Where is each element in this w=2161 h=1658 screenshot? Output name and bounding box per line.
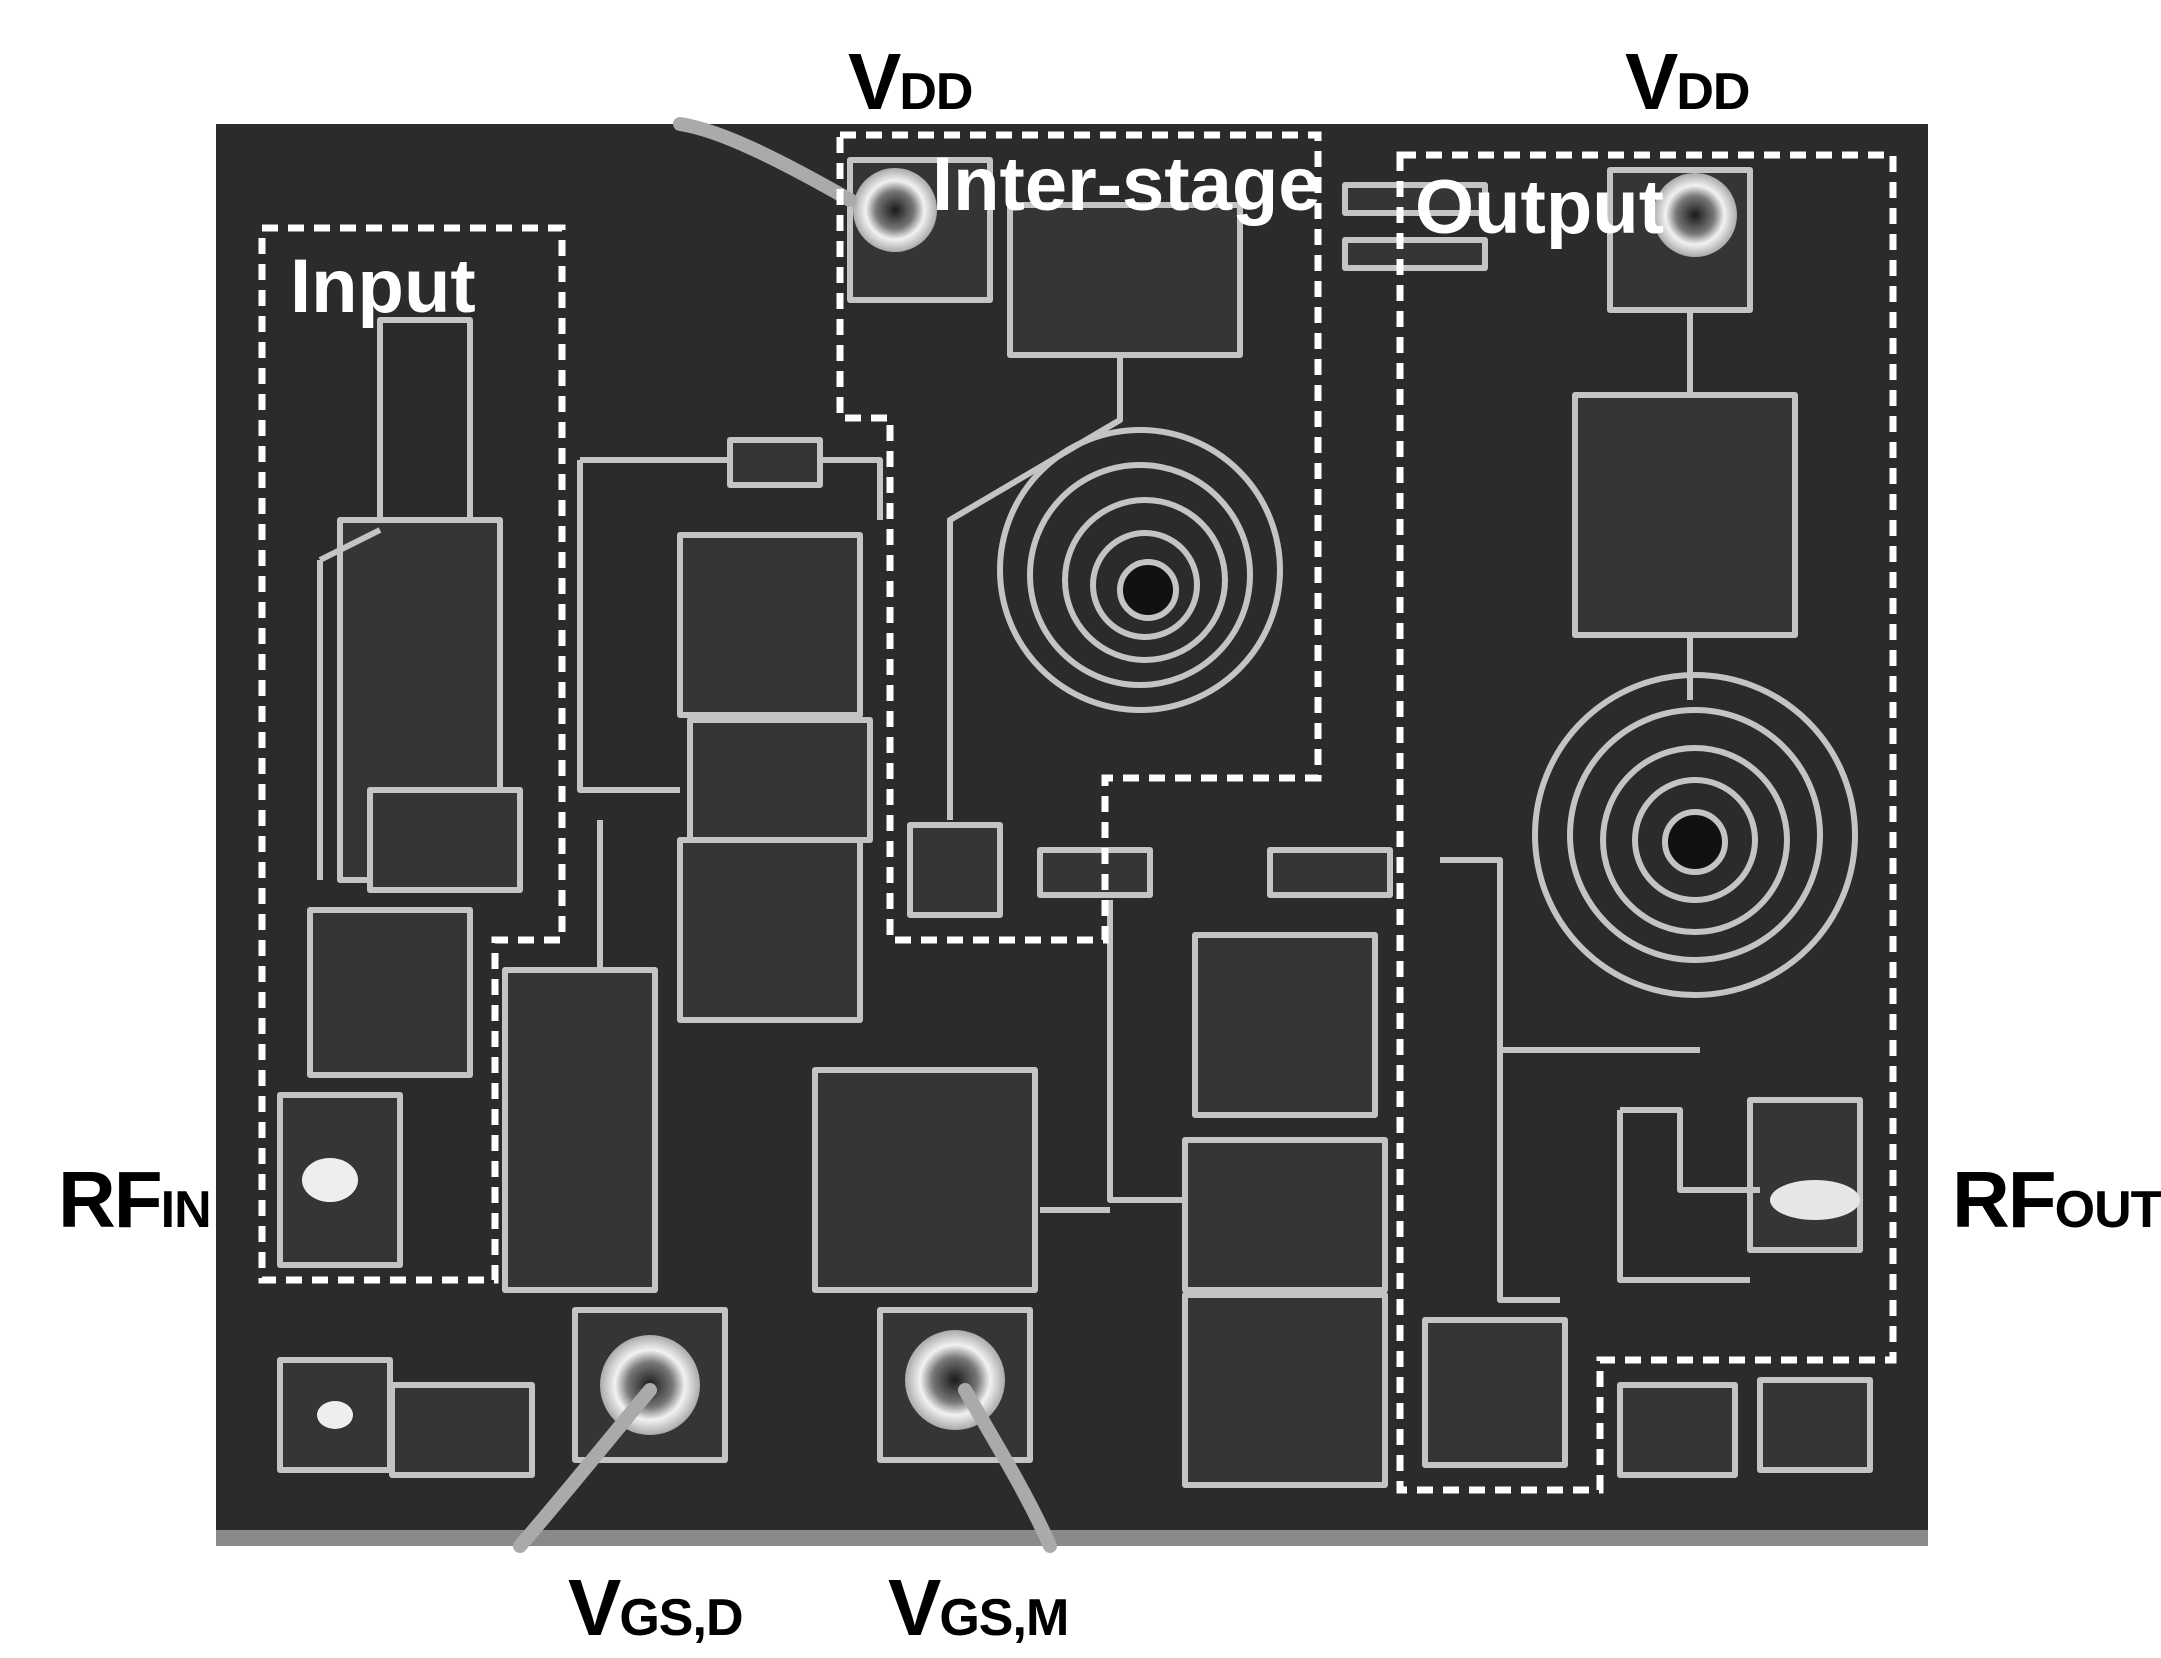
main-resistor <box>1267 847 1393 898</box>
vgs-d-sub: GS,D <box>619 1589 743 1647</box>
vdd-left-sub: DD <box>899 63 973 121</box>
main-cap-bottom <box>1182 1292 1388 1488</box>
vdd-right-sub: DD <box>1676 63 1750 121</box>
rf-out-pad <box>1747 1097 1863 1253</box>
interstage-region-box <box>836 131 1322 944</box>
interstage-region-label: Inter-stage <box>932 142 1321 227</box>
interstage-small-pad <box>907 822 1003 918</box>
input-square-pad <box>307 907 473 1078</box>
rf-in-main: RF <box>58 1155 163 1244</box>
vdd-right-bond <box>1653 173 1737 257</box>
rf-out-bond <box>1770 1180 1860 1220</box>
output-capacitor <box>1572 392 1798 638</box>
vdd-left-main: V <box>848 37 901 126</box>
interstage-resistor <box>1037 847 1153 898</box>
main-transistor <box>1182 1137 1388 1293</box>
vgs-m-label: VGS,M <box>888 1568 1069 1648</box>
rf-in-bond <box>302 1158 358 1202</box>
input-feed-trace <box>317 527 382 880</box>
output-region-label: Output <box>1415 165 1664 250</box>
rf-out-sub: OUT <box>2054 1181 2161 1239</box>
die-bottom-edge <box>216 1530 1928 1546</box>
input-stub-trace <box>377 317 473 520</box>
main-trace <box>1040 900 1185 1213</box>
rf-in-label: RFIN <box>58 1160 212 1240</box>
output-line-trace <box>1440 857 1700 1303</box>
bottom-right-pad-b <box>1757 1377 1873 1473</box>
vdd-left-bond <box>853 168 937 252</box>
main-cap-top <box>1192 932 1378 1118</box>
driver-trace <box>577 457 883 793</box>
top-right-resistor <box>1342 182 1488 216</box>
bottom-right-pad-a <box>1617 1382 1738 1478</box>
vdd-right-label: VDD <box>1625 42 1750 122</box>
bottom-left-pad-b <box>389 1382 535 1478</box>
rf-out-trace <box>1617 1107 1760 1283</box>
bond-wires <box>513 117 1057 1553</box>
interstage-trace <box>947 355 1123 820</box>
vdd-left-label: VDD <box>848 42 973 122</box>
vgs-m-bond <box>905 1330 1005 1430</box>
output-bottom-pad <box>1422 1317 1568 1468</box>
gate-bias-capacitor <box>812 1067 1038 1293</box>
input-region-box <box>258 224 566 1284</box>
top-right-resistor-2 <box>1342 237 1488 271</box>
input-small-pad <box>367 787 523 893</box>
vgs-d-label: VGS,D <box>568 1568 744 1648</box>
bottom-left-bond <box>317 1401 353 1429</box>
rf-out-main: RF <box>1952 1155 2057 1244</box>
rf-out-label: RFOUT <box>1952 1160 2161 1240</box>
region-boxes <box>258 131 1897 1494</box>
interstage-capacitor <box>1007 202 1243 358</box>
driver-resistor <box>727 437 823 488</box>
interstage-spiral-inductor <box>997 427 1283 713</box>
vgs-d-main: V <box>568 1563 621 1652</box>
rf-in-sub: IN <box>160 1181 212 1239</box>
circuit-layout <box>277 157 1873 1488</box>
output-spiral-inductor <box>1532 672 1858 998</box>
vgs-m-sub: GS,M <box>939 1589 1069 1647</box>
driver-cap-top <box>677 532 863 718</box>
driver-transistor <box>687 717 873 843</box>
vdd-right-main: V <box>1625 37 1678 126</box>
tall-capacitor <box>502 967 658 1293</box>
output-region-box <box>1396 151 1897 1494</box>
driver-cap-bottom <box>677 837 863 1023</box>
vgs-m-main: V <box>888 1563 941 1652</box>
input-region-label: Input <box>290 244 476 329</box>
